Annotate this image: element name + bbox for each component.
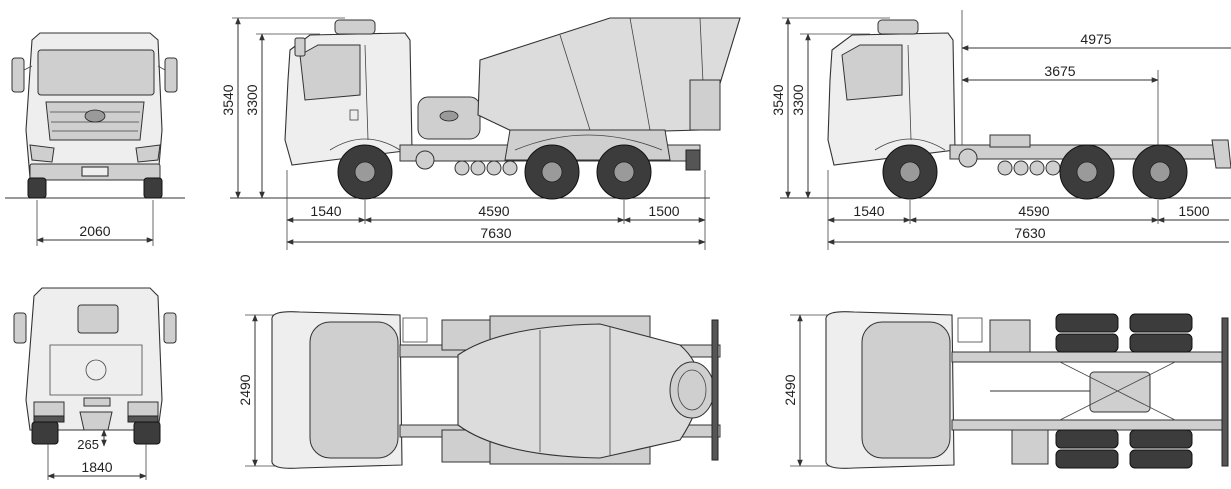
mixer-top-view-truck: 2490: [237, 311, 721, 469]
front-brand-logo: [84, 109, 106, 123]
chassis-front-overhang-label: 1540: [853, 203, 884, 219]
chassis-top-view-truck: 2490: [782, 311, 1229, 469]
chassis-wheelbase-label: 4590: [1018, 203, 1049, 219]
rear-track-width-label: 1840: [81, 459, 112, 475]
chassis-cab-height-label: 3300: [790, 84, 806, 115]
chassis-overall-width-label: 2490: [782, 374, 798, 405]
mixer-overall-height-label: 3540: [220, 84, 236, 115]
mixer-rear-overhang-label: 1500: [648, 203, 679, 219]
mixer-overall-length-label: 7630: [480, 225, 511, 241]
rear-ground-clearance-label: 265: [77, 437, 99, 452]
chassis-frame-length-label: 3675: [1044, 63, 1075, 79]
rear-view-truck: 265 1840: [13, 287, 177, 480]
chassis-side-view-truck: 3540 3300 4975 3675: [770, 10, 1231, 250]
mixer-front-overhang-label: 1540: [310, 203, 341, 219]
chassis-overall-height-label: 3540: [770, 84, 786, 115]
mixer-side-view-truck: 3540 3300: [220, 17, 741, 250]
mixer-overall-width-label: 2490: [237, 374, 253, 405]
front-track-width-label: 2060: [79, 223, 110, 239]
chassis-overall-length-label: 7630: [1014, 225, 1045, 241]
chassis-rear-overhang-label: 1500: [1178, 203, 1209, 219]
mixer-wheelbase-label: 4590: [478, 203, 509, 219]
mixer-cab-height-label: 3300: [244, 84, 260, 115]
chassis-body-length-label: 4975: [1080, 31, 1111, 47]
front-view-truck: 2060: [5, 32, 185, 246]
